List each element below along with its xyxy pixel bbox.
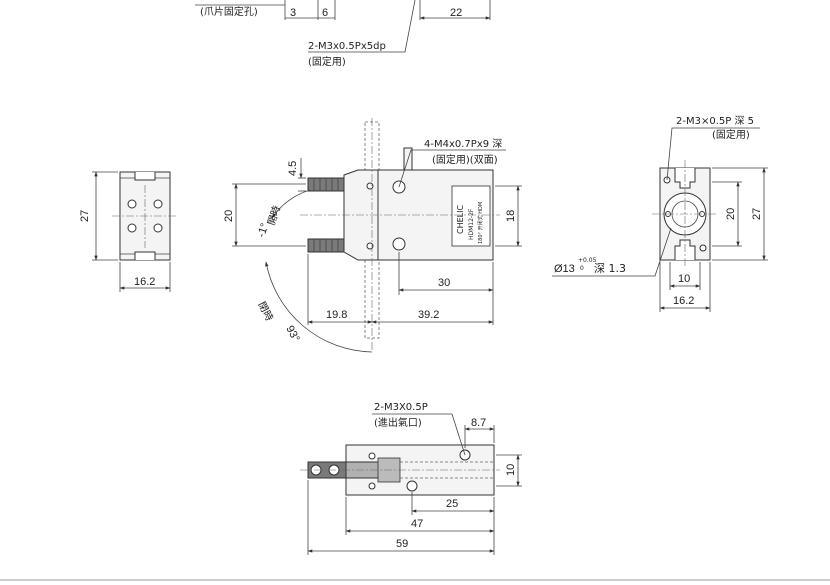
front-dim-20: 20	[223, 210, 235, 222]
front-dim-4-5: 4.5	[287, 161, 299, 176]
front-dim-18: 18	[505, 210, 517, 222]
port-note: 2-M3X0.5P	[374, 402, 428, 413]
close-label: 閉時	[255, 300, 275, 323]
nameplate	[451, 185, 491, 247]
bottom-view: 2-M3X0.5P (進出氣口) 8.7 10 25 47 59	[300, 402, 522, 555]
top-thread-sub: (固定用)	[308, 55, 346, 68]
right-dim-16-2: 16.2	[673, 295, 694, 307]
bottom-dim-8-7: 8.7	[471, 417, 486, 429]
dim-3: 3	[290, 7, 296, 19]
front-dim-19-8: 19.8	[326, 309, 347, 321]
port-sub: (進出氣口)	[374, 416, 422, 429]
bottom-dim-25: 25	[446, 498, 458, 510]
nameplate-brand: CHELIC	[456, 205, 465, 234]
front-view: CHELIC HDM12-2F 180° 开闭式 HDM 4-M4x0.7Px9…	[223, 118, 522, 353]
dia-tol-upper: +0.05	[578, 257, 597, 264]
open-label: 開時	[265, 204, 283, 227]
right-dim-20: 20	[725, 208, 737, 220]
right-thread-sub: (固定用)	[712, 128, 750, 141]
dia-tol-lower: 0	[580, 265, 584, 272]
front-dim-39-2: 39.2	[418, 309, 439, 321]
bottom-dim-10: 10	[505, 464, 517, 476]
top-fragment: (爪片固定孔) 3 6 22 2-M3x0.5Px5dp (固定用)	[195, 0, 491, 68]
top-thread-note: 2-M3x0.5Px5dp	[308, 41, 386, 52]
left-dim-27: 27	[79, 210, 91, 222]
right-dim-10: 10	[678, 273, 690, 285]
nameplate-small: 180° 开闭式 HDM	[477, 202, 484, 244]
dim-22: 22	[450, 7, 462, 19]
left-view: 27 16.2	[79, 171, 178, 292]
dim-6: 6	[322, 7, 328, 19]
right-dim-27: 27	[751, 208, 763, 220]
front-thread-sub: (固定用)(双面)	[432, 153, 498, 166]
open-angle: -1°	[255, 222, 271, 239]
close-angle: 93°	[283, 324, 301, 344]
front-dim-30: 30	[438, 277, 450, 289]
right-thread-note: 2-M3×0.5P 深 5	[676, 115, 754, 127]
left-dim-16-2: 16.2	[134, 276, 155, 288]
dia-depth: 深 1.3	[594, 262, 626, 275]
bottom-dim-59: 59	[396, 538, 408, 550]
nameplate-model: HDM12-2F	[468, 208, 475, 240]
claw-hole-note: (爪片固定孔)	[200, 5, 258, 18]
bottom-dim-47: 47	[411, 518, 423, 530]
right-view: 2-M3×0.5P 深 5 (固定用) Ø13 +0.05 0 深 1.3 20…	[552, 115, 768, 312]
dia-note: Ø13	[554, 263, 575, 275]
front-thread-note: 4-M4x0.7Px9 深	[424, 138, 502, 150]
